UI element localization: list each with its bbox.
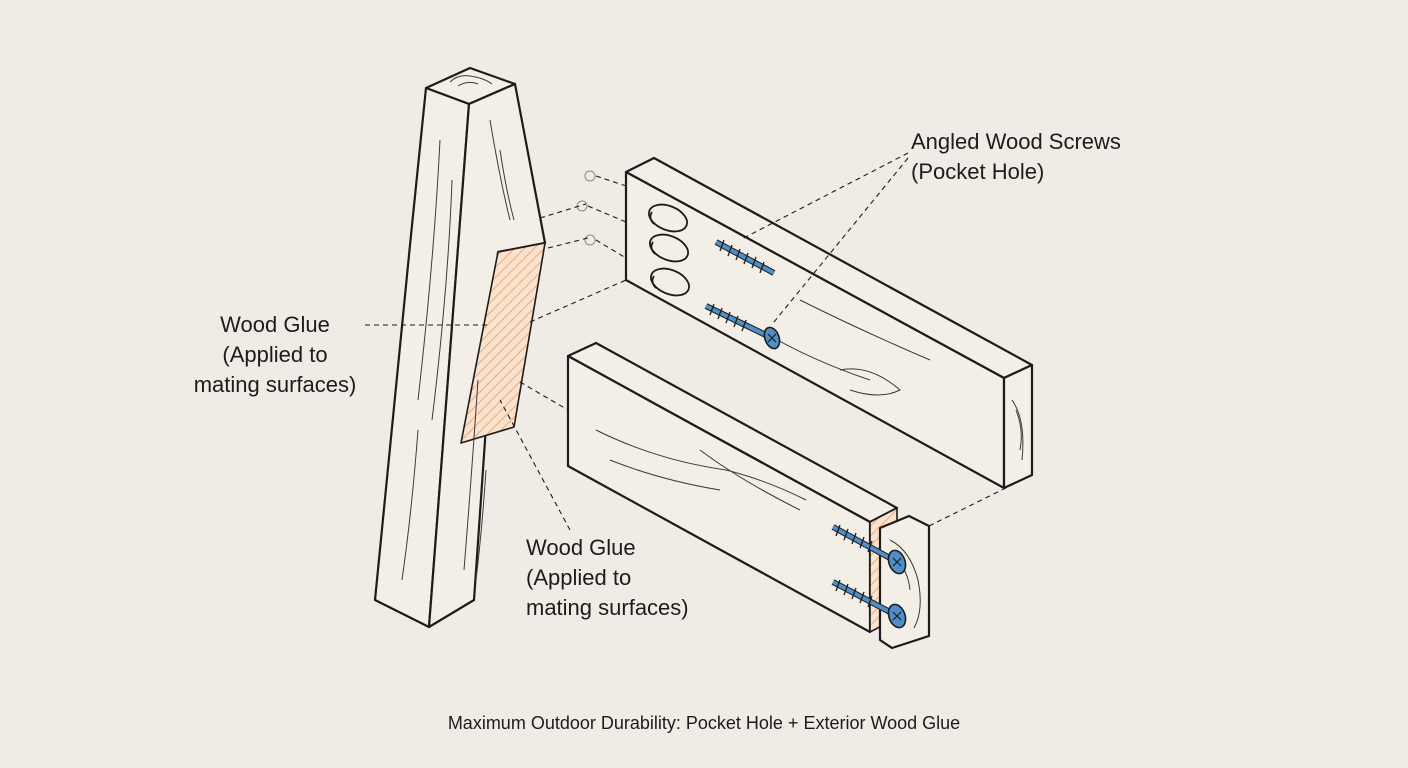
top-rail-end-face [1002, 363, 1034, 490]
glue-upper-line1: Wood Glue [220, 312, 330, 337]
wood-glue-label-lower: Wood Glue (Applied to mating surfaces) [526, 533, 689, 623]
ghost-screw-markers [576, 170, 596, 246]
screw-icon [714, 239, 776, 276]
screw-icon [831, 579, 907, 629]
diagram-caption: Maximum Outdoor Durability: Pocket Hole … [447, 713, 961, 733]
glue-upper-line2: (Applied to [222, 342, 328, 367]
screws-label-line2: (Pocket Hole) [911, 159, 1045, 184]
leader-lines [365, 152, 1033, 531]
screws-label-line1: Angled Wood Screws [911, 129, 1121, 154]
angled-wood-screws-label: Angled Wood Screws (Pocket Hole) [911, 127, 1121, 187]
pocket-holes [648, 203, 690, 297]
vertical-leg [373, 66, 547, 629]
glue-lower-line2: (Applied to [526, 565, 632, 590]
screw-icon [831, 524, 907, 575]
glue-lower-line1: Wood Glue [526, 535, 636, 560]
bottom-rail-end-face [878, 514, 931, 650]
glue-lower-line3: mating surfaces) [526, 595, 689, 620]
glue-upper-line3: mating surfaces) [193, 372, 357, 397]
screw-icon [704, 303, 781, 350]
wood-glue-label-upper: Wood Glue (Applied to mating surfaces) [186, 310, 364, 400]
leg-left-face [373, 86, 471, 629]
